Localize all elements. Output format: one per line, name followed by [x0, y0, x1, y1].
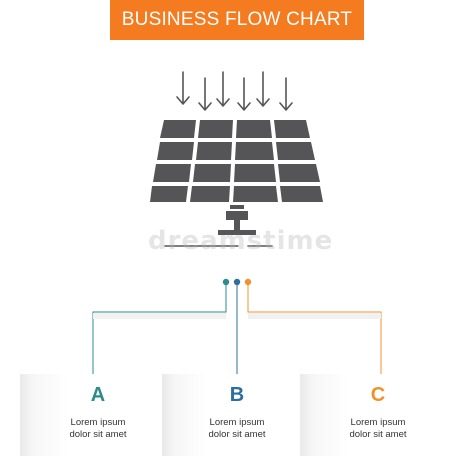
step-letter-a: A [90, 384, 106, 406]
connector-line-c [247, 285, 382, 374]
watermark: dreamstime [148, 226, 334, 256]
title-banner: BUSINESS FLOW CHART [110, 0, 364, 40]
connector-dot-b [233, 278, 241, 286]
connector-line-a [92, 285, 227, 374]
connector-dot-a [222, 278, 230, 286]
step-text-b: Lorem ipsum dolor sit amet [162, 417, 312, 441]
connector-shadow-a [93, 313, 226, 319]
step-text-b-line2: dolor sit amet [208, 429, 266, 440]
step-letter-c: C [370, 384, 386, 406]
step-text-c-line2: dolor sit amet [349, 429, 407, 440]
step-text-a-line1: Lorem ipsum [70, 417, 126, 428]
step-text-a: Lorem ipsum dolor sit amet [20, 417, 176, 441]
step-box-c: C Lorem ipsum dolor sit amet [300, 374, 456, 456]
step-text-b-line1: Lorem ipsum [209, 417, 265, 428]
step-text-c: Lorem ipsum dolor sit amet [300, 417, 456, 441]
step-letter-b: B [229, 384, 245, 406]
step-text-c-line1: Lorem ipsum [350, 417, 406, 428]
connector-dot-c [244, 278, 252, 286]
step-box-a: A Lorem ipsum dolor sit amet [20, 374, 176, 456]
step-box-b: B Lorem ipsum dolor sit amet [162, 374, 312, 456]
solar-panel-icon [150, 120, 323, 235]
connector-shadow-c [248, 313, 381, 319]
chart-title: BUSINESS FLOW CHART [121, 9, 353, 30]
sunlight-arrows-icon [176, 71, 293, 111]
step-text-a-line2: dolor sit amet [69, 429, 127, 440]
